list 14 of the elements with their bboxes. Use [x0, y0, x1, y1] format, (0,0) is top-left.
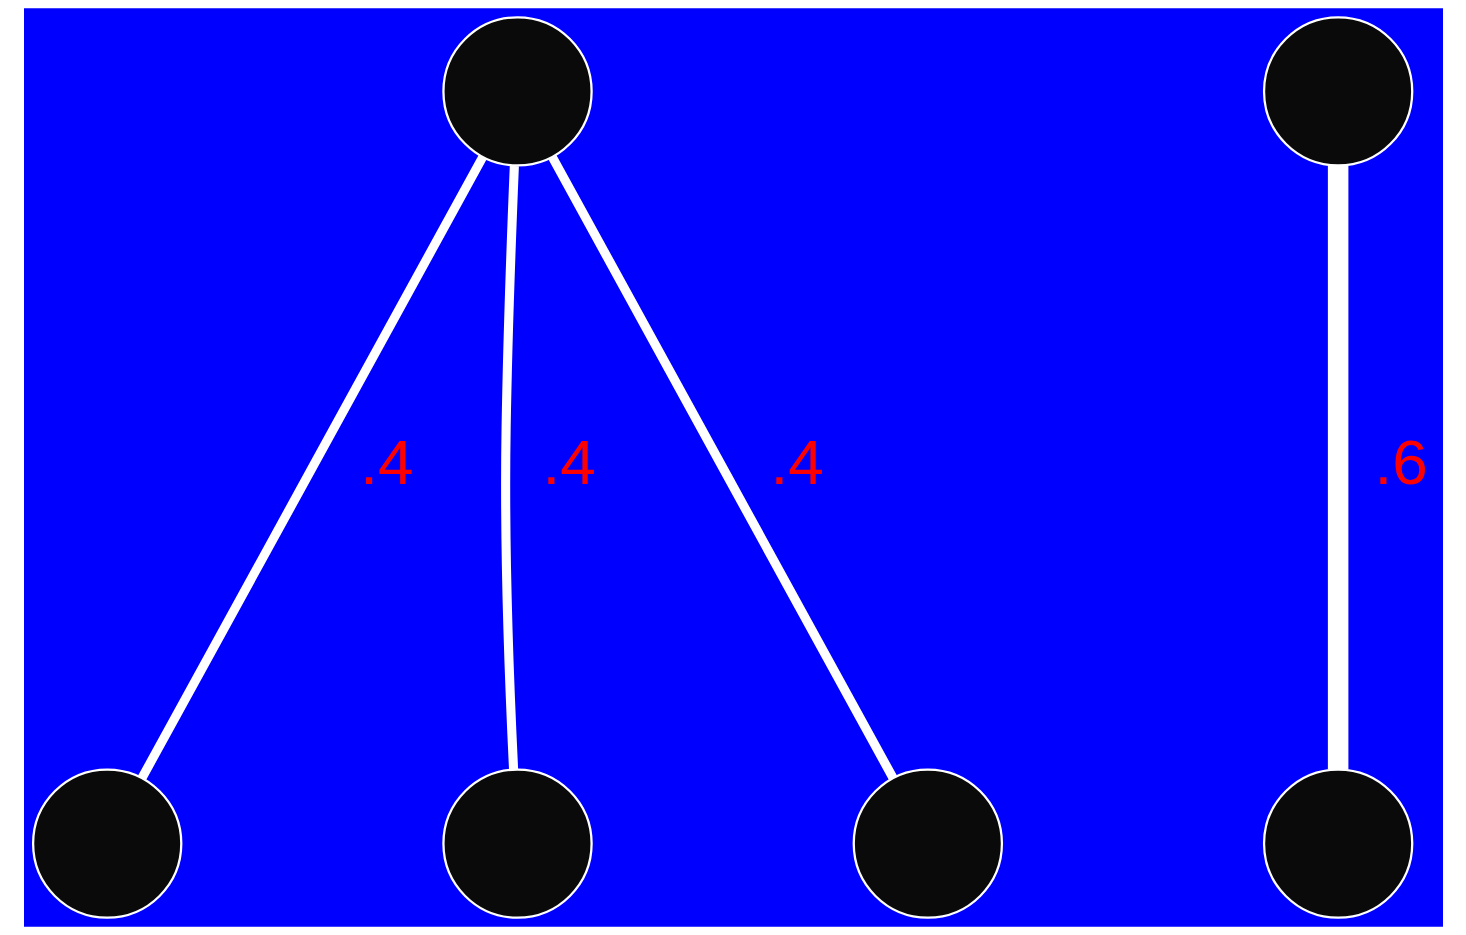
edge-label: .4: [770, 426, 824, 499]
node-circle: [852, 768, 1003, 919]
edge-label: .4: [359, 426, 413, 499]
connector: [500, 165, 519, 770]
node-circle: [441, 16, 593, 167]
node-circle: [1262, 16, 1413, 167]
edge-label: .6: [1374, 426, 1428, 499]
connector: [137, 155, 487, 780]
connector: [1327, 166, 1348, 769]
edge-label: .4: [542, 426, 596, 499]
node-circle: [441, 768, 593, 919]
node-circle: [1262, 768, 1413, 919]
connector: [548, 155, 897, 780]
node-circle: [31, 768, 182, 919]
